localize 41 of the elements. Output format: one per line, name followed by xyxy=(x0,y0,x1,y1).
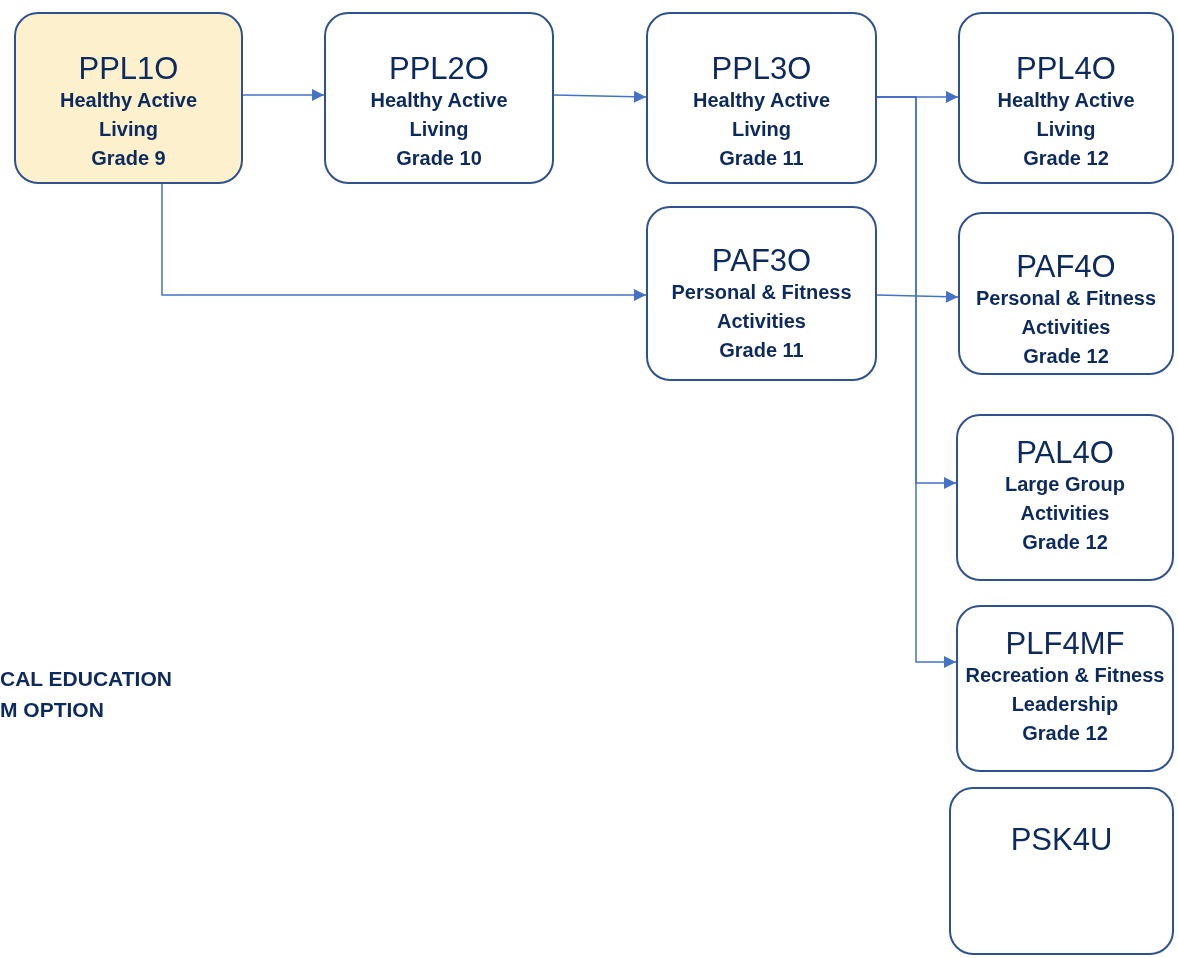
course-code: PPL4O xyxy=(1016,52,1116,86)
course-box xyxy=(14,12,243,184)
arrow xyxy=(161,183,647,301)
grade-level: Grade 9 xyxy=(91,146,166,171)
course-box xyxy=(646,12,877,184)
arrow xyxy=(876,290,959,303)
course-code: PPL2O xyxy=(389,52,489,86)
heading-fragment: M OPTION xyxy=(0,698,104,722)
course-title: Large Group Activities xyxy=(1004,472,1126,526)
course-code: PSK4U xyxy=(1010,823,1113,857)
course-title: Healthy Active Living xyxy=(691,88,832,142)
grade-level: Grade 11 xyxy=(719,338,804,363)
grade-level: Grade 10 xyxy=(396,146,482,171)
grade-level: Grade 11 xyxy=(719,146,804,171)
course-code: PPL3O xyxy=(711,52,812,86)
grade-level: Grade 12 xyxy=(1023,344,1109,369)
course-box xyxy=(646,206,877,381)
arrow xyxy=(876,96,957,668)
course-title: Healthy Active Living xyxy=(996,88,1136,142)
course-box xyxy=(956,414,1174,581)
course-title: Personal & Fitness Activities xyxy=(670,280,853,334)
course-title: Personal & Fitness Activities xyxy=(974,286,1158,340)
arrow xyxy=(553,90,647,103)
arrow xyxy=(242,89,325,101)
grade-level: Grade 12 xyxy=(1022,721,1108,746)
course-title: Recreation & Fitness Leadership xyxy=(964,663,1166,717)
course-box xyxy=(949,787,1174,955)
course-box xyxy=(958,212,1174,375)
course-title: Healthy Active Living xyxy=(58,88,199,142)
course-code: PAL4O xyxy=(1016,436,1114,470)
course-box xyxy=(956,605,1174,772)
course-code: PPL1O xyxy=(78,52,179,86)
course-title: Healthy Active Living xyxy=(369,88,509,142)
heading-fragment: CAL EDUCATION xyxy=(0,667,172,691)
grade-level: Grade 12 xyxy=(1023,146,1109,171)
course-code: PLF4MF xyxy=(1005,627,1125,661)
course-box xyxy=(324,12,554,184)
grade-level: Grade 12 xyxy=(1022,530,1108,555)
course-box xyxy=(958,12,1174,184)
course-code: PAF3O xyxy=(711,244,812,278)
course-code: PAF4O xyxy=(1016,250,1116,284)
